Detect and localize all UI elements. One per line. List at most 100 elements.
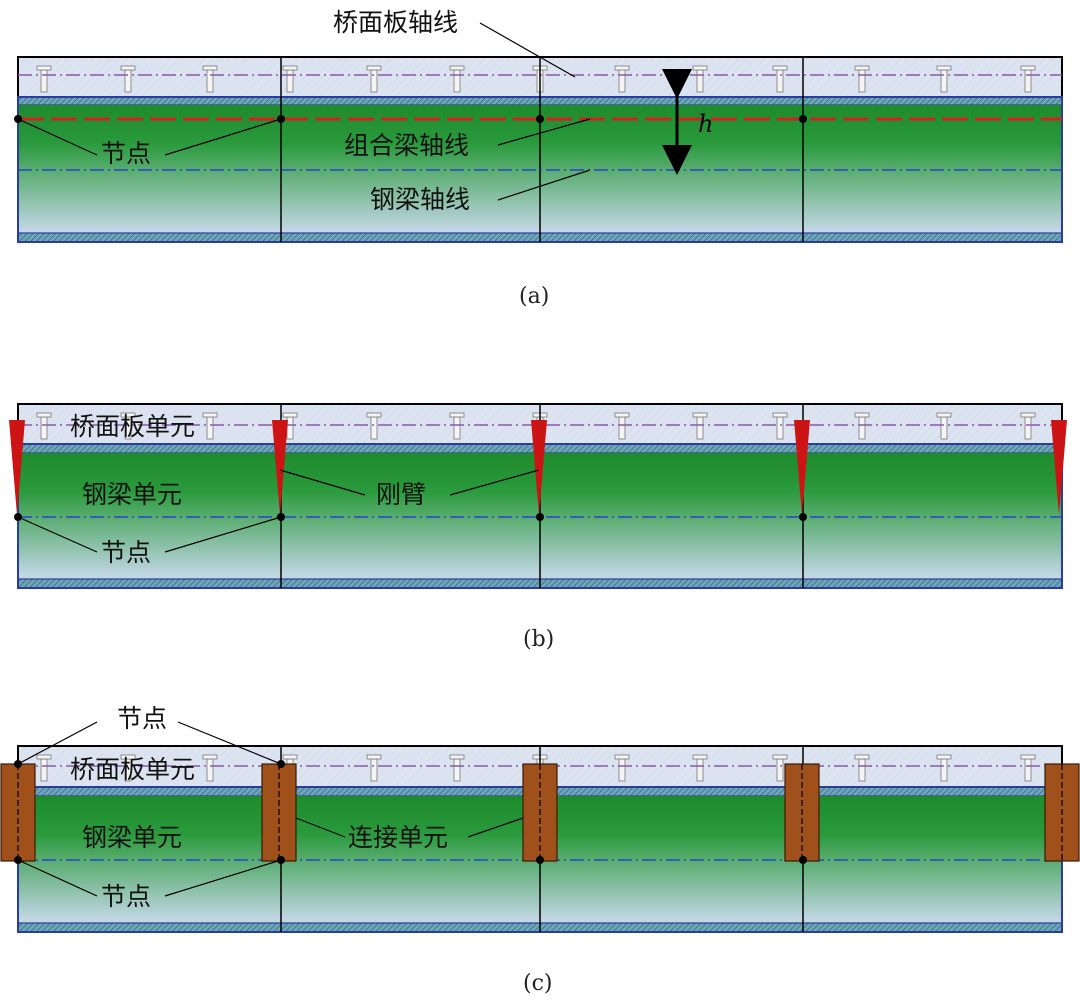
shear-stud-head: [936, 754, 952, 760]
shear-stud-shank: [40, 416, 48, 440]
shear-stud-shank: [1024, 69, 1032, 93]
caption-c: (c): [523, 971, 553, 996]
nodes: [14, 760, 807, 864]
shear-stud-shank: [206, 416, 214, 440]
shear-stud-head: [366, 754, 382, 760]
shear-stud-shank: [858, 69, 866, 93]
rigid-arm: [1051, 420, 1067, 515]
shear-stud-head: [936, 412, 952, 418]
shear-stud-shank: [370, 758, 378, 782]
shear-stud-shank: [858, 758, 866, 782]
shear-stud-head: [449, 65, 465, 71]
rigid-arms: [9, 420, 1067, 515]
shear-stud-head: [120, 412, 136, 418]
shear-stud-shank: [618, 416, 626, 440]
shear-stud-shank: [776, 758, 784, 782]
connection-centerlines: [17, 764, 1063, 861]
shear-stud-head: [1020, 412, 1036, 418]
shear-stud-head: [282, 412, 298, 418]
shear-stud-shank: [940, 416, 948, 440]
element-dividers: [280, 57, 804, 242]
shear-stud-head: [36, 754, 52, 760]
shear-stud-shank: [858, 416, 866, 440]
shear-stud-head: [282, 754, 298, 760]
shear-stud-head: [449, 754, 465, 760]
node-top-label: 节点: [117, 704, 167, 733]
shear-stud-head: [614, 65, 630, 71]
shear-stud-shank: [696, 69, 704, 93]
shear-stud-shank: [940, 69, 948, 93]
shear-stud-head: [36, 412, 52, 418]
steel-axis-label: 钢梁轴线: [370, 185, 470, 214]
shear-stud-head: [692, 412, 708, 418]
shear-stud-shank: [618, 69, 626, 93]
shear-stud-head: [854, 754, 870, 760]
node-bottom-label: 节点: [101, 882, 151, 911]
shear-stud-shank: [453, 69, 461, 93]
composite-axis-label: 组合梁轴线: [344, 131, 469, 160]
shear-stud-shank: [940, 758, 948, 782]
panel-b: 桥面板单元 钢梁单元 刚臂 节点 (b): [9, 403, 1067, 652]
steel-element-label: 钢梁单元: [82, 480, 182, 509]
leader-lines: [17, 469, 540, 553]
shear-stud-head: [854, 65, 870, 71]
shear-stud-head: [202, 754, 218, 760]
rigid-arm: [531, 420, 547, 515]
shear-stud-shank: [696, 758, 704, 782]
shear-stud-shank: [696, 416, 704, 440]
shear-stud-head: [282, 65, 298, 71]
rigid-arm-label: 刚臂: [376, 480, 426, 509]
shear-stud-shank: [206, 758, 214, 782]
height-label: h: [698, 110, 713, 138]
shear-stud-head: [1020, 754, 1036, 760]
node-label: 节点: [101, 139, 151, 168]
shear-stud-head: [202, 65, 218, 71]
shear-stud-shank: [40, 69, 48, 93]
shear-stud-head: [36, 65, 52, 71]
panel-c: 节点 桥面板单元 钢梁单元 连接单元 节点 (c): [0, 704, 1080, 996]
shear-stud-head: [120, 65, 136, 71]
shear-stud-shank: [776, 69, 784, 93]
shear-stud-head: [1020, 65, 1036, 71]
deck-element-label: 桥面板单元: [70, 412, 195, 441]
rigid-arm: [272, 420, 288, 515]
shear-stud-head: [936, 65, 952, 71]
shear-stud-shank: [124, 69, 132, 93]
leader-lines: [17, 721, 524, 897]
shear-stud-head: [772, 65, 788, 71]
shear-stud-head: [202, 412, 218, 418]
shear-stud-head: [854, 412, 870, 418]
deck-axis-label: 桥面板轴线: [333, 8, 458, 37]
shear-stud-head: [692, 65, 708, 71]
shear-stud-head: [614, 754, 630, 760]
node-label: 节点: [101, 538, 151, 567]
shear-stud-head: [772, 412, 788, 418]
panel-a: h 桥面板轴线 节点 组合梁轴线 钢梁轴线 (a): [14, 8, 1063, 309]
deck-element-label: 桥面板单元: [70, 755, 195, 784]
shear-stud-shank: [286, 69, 294, 93]
connection-element-label: 连接单元: [348, 823, 448, 852]
shear-stud-shank: [453, 758, 461, 782]
steel-element-label: 钢梁单元: [82, 823, 182, 852]
shear-stud-head: [614, 412, 630, 418]
shear-stud-shank: [776, 416, 784, 440]
shear-stud-shank: [370, 69, 378, 93]
shear-stud-shank: [453, 416, 461, 440]
shear-stud-head: [120, 754, 136, 760]
shear-stud-shank: [40, 758, 48, 782]
shear-stud-shank: [618, 758, 626, 782]
caption-a: (a): [519, 284, 549, 309]
shear-stud-shank: [1024, 758, 1032, 782]
leader-lines: [17, 22, 591, 201]
shear-stud-head: [366, 412, 382, 418]
shear-stud-head: [449, 412, 465, 418]
shear-stud-head: [366, 65, 382, 71]
shear-stud-shank: [370, 416, 378, 440]
shear-stud-head: [772, 754, 788, 760]
shear-stud-shank: [206, 69, 214, 93]
rigid-arm: [794, 420, 810, 515]
shear-stud-head: [692, 754, 708, 760]
rigid-arm: [9, 420, 25, 515]
shear-stud-shank: [1024, 416, 1032, 440]
